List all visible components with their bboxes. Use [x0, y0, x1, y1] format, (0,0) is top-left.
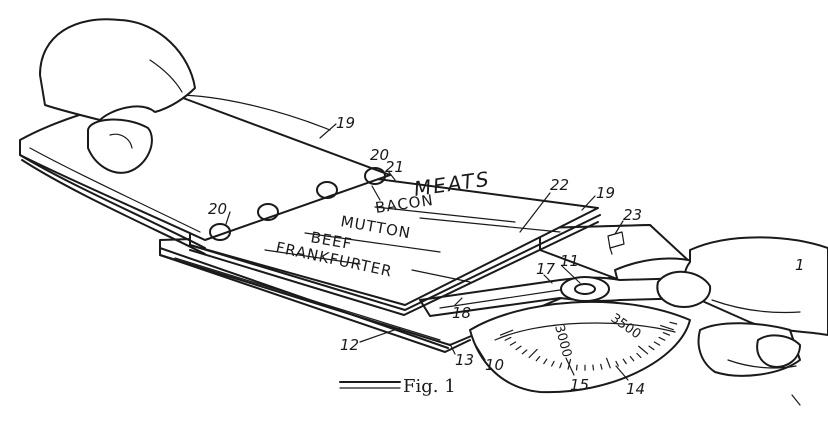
numeral-22: 22	[550, 176, 569, 194]
dial-tick	[629, 355, 635, 362]
numeral-21: 21	[385, 158, 404, 176]
reference-numerals: 19 19 20 20 21 22 23 11 17 18 12 13 10 1…	[208, 114, 805, 398]
numeral-14: 14	[626, 380, 645, 398]
dial-tick	[592, 364, 595, 371]
figure-caption: Fig. 1	[339, 376, 456, 397]
dial-disc	[469, 300, 691, 394]
figure-label: Fig. 1	[403, 376, 456, 397]
numeral-23: 23	[623, 206, 642, 224]
dial-tick	[638, 345, 649, 355]
dial-tick	[499, 329, 514, 336]
dial-tick	[509, 341, 517, 346]
dial-tick	[559, 362, 563, 369]
binder-rings	[209, 167, 386, 241]
dial-tick	[648, 345, 655, 351]
dial-tick	[515, 345, 522, 351]
numeral-12: 12	[340, 336, 359, 354]
numeral-10: 10	[485, 356, 504, 374]
dial-tick	[551, 360, 555, 367]
right-hand	[656, 236, 828, 377]
leader-lines	[225, 123, 801, 406]
dial-tick	[636, 352, 642, 359]
dial-tick	[575, 364, 578, 371]
numeral-20-top: 20	[370, 146, 389, 164]
numeral-11: 11	[560, 252, 579, 270]
dial-tick	[543, 358, 548, 365]
dial-tick	[504, 336, 512, 341]
numeral-19-top: 19	[336, 114, 355, 132]
numeral-15: 15	[570, 376, 589, 394]
dial-tick	[600, 363, 603, 370]
dial-tick	[622, 358, 627, 365]
dial-tick	[535, 355, 541, 362]
dial-tick	[662, 332, 671, 336]
dial-tick	[658, 336, 666, 341]
numeral-13: 13	[455, 351, 474, 369]
pointer-arm	[419, 276, 696, 317]
dial-tick	[669, 321, 678, 325]
dial-tick	[606, 357, 611, 369]
numeral-17: 17	[536, 260, 556, 278]
left-hand	[39, 18, 196, 174]
dial-tick	[521, 349, 528, 355]
numeral-1: 1	[795, 256, 805, 274]
numeral-18: 18	[452, 304, 471, 322]
dial-tick	[653, 341, 661, 346]
dial-tick	[660, 324, 674, 331]
dial-tick	[615, 360, 619, 367]
numeral-20-left: 20	[208, 200, 227, 218]
numeral-19-right: 19	[596, 184, 615, 202]
dial-tick	[528, 348, 538, 359]
